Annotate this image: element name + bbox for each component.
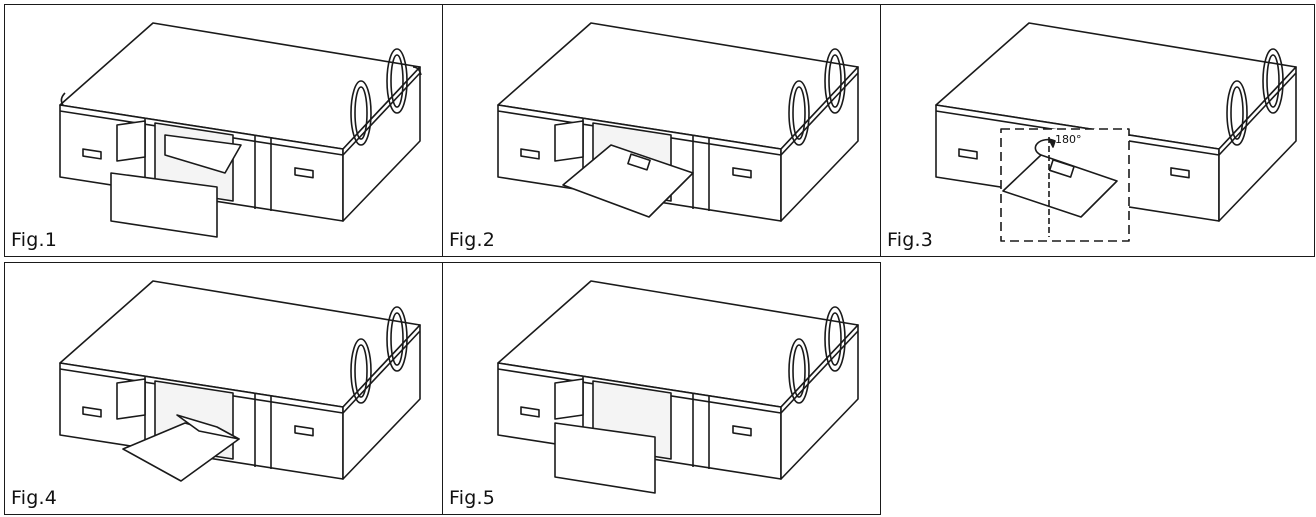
figure-2-cell: Fig.2 xyxy=(442,4,881,257)
unit-drawing-1 xyxy=(59,22,422,238)
figure-3-caption: Fig.3 xyxy=(887,229,934,251)
rotation-annotation: 180° xyxy=(1055,133,1082,146)
figure-4-caption: Fig.4 xyxy=(11,487,58,509)
figure-1-cell: Fig.1 xyxy=(4,4,443,257)
unit-drawing-3: 180° xyxy=(935,22,1297,242)
unit-drawing-4 xyxy=(59,280,421,482)
figure-2-caption: Fig.2 xyxy=(449,229,496,251)
figure-5-cell: Fig.5 xyxy=(442,262,881,515)
figure-grid: Fig.1 xyxy=(4,4,1315,515)
figure-1-caption: Fig.1 xyxy=(11,229,58,251)
figure-5-caption: Fig.5 xyxy=(449,487,496,509)
unit-drawing-2 xyxy=(497,22,859,222)
figure-4-cell: Fig.4 xyxy=(4,262,443,515)
figure-3-cell: 180° Fig.3 xyxy=(880,4,1315,257)
unit-drawing-5 xyxy=(497,280,859,494)
